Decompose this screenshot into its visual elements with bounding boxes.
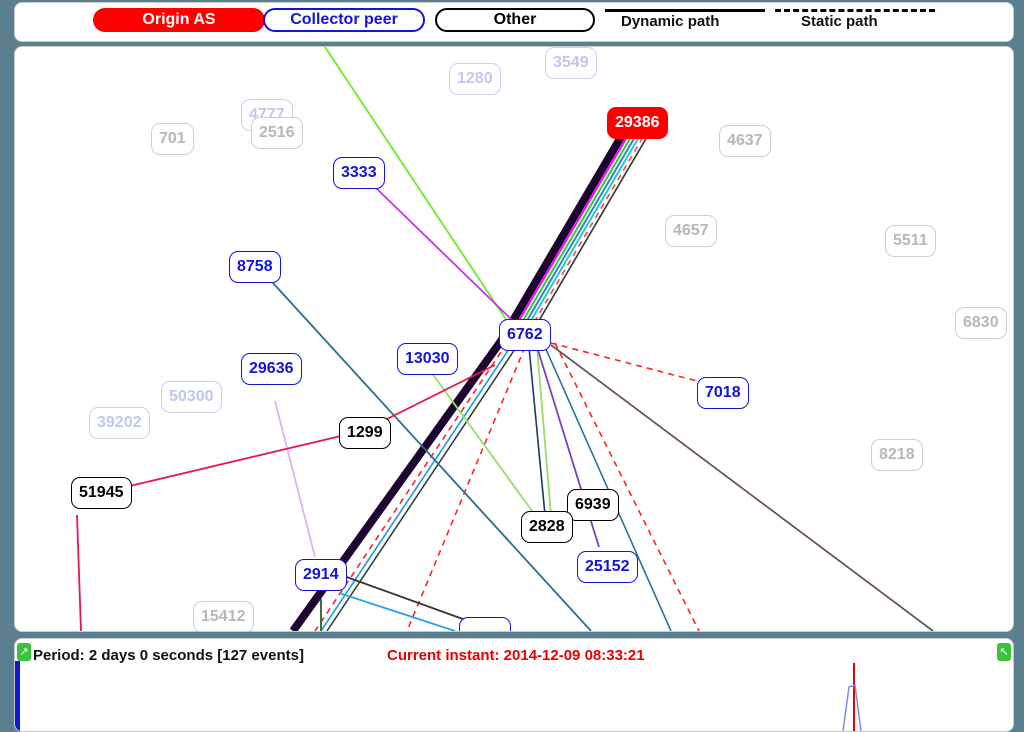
as-node-label: 4637: [727, 132, 763, 149]
expand-right-icon[interactable]: ↖: [997, 643, 1011, 661]
expand-left-icon[interactable]: ↗: [17, 643, 31, 661]
edge: [522, 136, 644, 342]
as-node-label: 25152: [585, 558, 630, 575]
legend-other: Other: [435, 8, 595, 32]
legend-collector-peer: Collector peer: [263, 8, 425, 32]
edge: [497, 134, 625, 344]
as-node-13030[interactable]: 13030: [397, 343, 458, 375]
as-node-label: 2914: [303, 566, 339, 583]
timeline-panel[interactable]: ↗ ↖ Period: 2 days 0 seconds [127 events…: [14, 638, 1014, 732]
as-node-50300[interactable]: 50300: [161, 381, 222, 413]
as-node-2914[interactable]: 2914: [295, 559, 347, 591]
as-node-29386-origin[interactable]: 29386: [607, 107, 668, 139]
edge: [536, 346, 552, 516]
as-node-label: 6830: [963, 314, 999, 331]
as-node-label: 8218: [879, 446, 915, 463]
as-node-25152[interactable]: 25152: [577, 551, 638, 583]
as-node-label: 6939: [575, 496, 611, 513]
static-path-line-sample: [775, 9, 935, 12]
edge: [324, 47, 516, 334]
as-node-2516[interactable]: 2516: [251, 117, 303, 149]
as-node-label: 3333: [341, 164, 377, 181]
edge: [550, 342, 698, 382]
as-node-39202[interactable]: 39202: [89, 407, 150, 439]
current-instant: Current instant: 2014-12-09 08:33:21: [387, 647, 645, 664]
as-node-7018[interactable]: 7018: [697, 377, 749, 409]
as-node-4657[interactable]: 4657: [665, 215, 717, 247]
as-node-8758[interactable]: 8758: [229, 251, 281, 283]
as-node-4637[interactable]: 4637: [719, 125, 771, 157]
as-node-2828[interactable]: 2828: [521, 511, 573, 543]
edge: [554, 342, 700, 631]
timeline-event-trace: [842, 684, 862, 731]
as-node-label: 1280: [457, 70, 493, 87]
as-node-label: 29636: [249, 360, 294, 377]
edge: [338, 592, 456, 631]
edge: [320, 342, 514, 631]
edge: [274, 400, 316, 558]
legend-dynamic-path: Dynamic path: [621, 13, 720, 30]
as-node-6762[interactable]: 6762: [499, 319, 551, 351]
edge: [326, 342, 520, 631]
as-node-label: 13030: [405, 350, 450, 367]
edge: [108, 434, 346, 492]
as-node-6830[interactable]: 6830: [955, 307, 1007, 339]
legend-static-path: Static path: [801, 13, 878, 30]
as-node-label: 39202: [97, 414, 142, 431]
as-graph-panel[interactable]: 3549 1280 4777 2516 701 4637 4657 5511 6…: [14, 46, 1014, 632]
edge: [510, 136, 632, 342]
legend-collector-label: Collector peer: [290, 11, 398, 28]
as-node-label: 15412: [201, 608, 246, 625]
as-node-51945[interactable]: 51945: [71, 477, 132, 509]
edge: [528, 346, 546, 516]
as-node-label: 3549: [553, 54, 589, 71]
timeline-start-marker: [15, 661, 20, 731]
as-node-label: 51945: [79, 484, 124, 501]
as-node-3549[interactable]: 3549: [545, 47, 597, 79]
timeline-chart: [842, 663, 862, 731]
edge: [550, 344, 934, 631]
as-node-8218[interactable]: 8218: [871, 439, 923, 471]
as-node-label: 4657: [673, 222, 709, 239]
legend-origin-as: Origin AS: [93, 8, 265, 32]
legend-origin-label: Origin AS: [142, 11, 216, 28]
edge: [518, 136, 640, 342]
as-node-29636[interactable]: 29636: [241, 353, 302, 385]
edge: [374, 186, 516, 324]
as-node-1299[interactable]: 1299: [339, 417, 391, 449]
as-node-1280[interactable]: 1280: [449, 63, 501, 95]
as-node-partial[interactable]: [459, 617, 511, 631]
as-node-15412[interactable]: 15412: [193, 601, 254, 631]
edge: [514, 136, 636, 342]
edge: [406, 346, 526, 631]
period-summary: Period: 2 days 0 seconds [127 events]: [33, 647, 304, 664]
as-node-6939[interactable]: 6939: [567, 489, 619, 521]
as-node-label: 1299: [347, 424, 383, 441]
as-node-label: 8758: [237, 258, 273, 275]
as-node-3333[interactable]: 3333: [333, 157, 385, 189]
edge: [428, 368, 536, 516]
as-node-label: 50300: [169, 388, 214, 405]
as-node-label: 2828: [529, 518, 565, 535]
as-node-701[interactable]: 701: [151, 123, 194, 155]
legend-bar: Origin AS Collector peer Other Dynamic p…: [14, 2, 1014, 42]
as-node-label: 701: [159, 130, 186, 147]
as-node-label: 29386: [615, 114, 660, 131]
edge: [526, 136, 648, 342]
as-node-5511[interactable]: 5511: [885, 225, 936, 257]
as-node-label: 5511: [893, 232, 928, 249]
as-node-label: 2516: [259, 124, 295, 141]
edge: [314, 342, 508, 631]
dynamic-path-line-sample: [605, 9, 765, 12]
as-node-label: 7018: [705, 384, 741, 401]
edge: [506, 136, 628, 342]
edge: [272, 282, 592, 631]
legend-other-label: Other: [493, 11, 537, 28]
edge: [76, 514, 82, 631]
as-node-label: 6762: [507, 326, 543, 343]
